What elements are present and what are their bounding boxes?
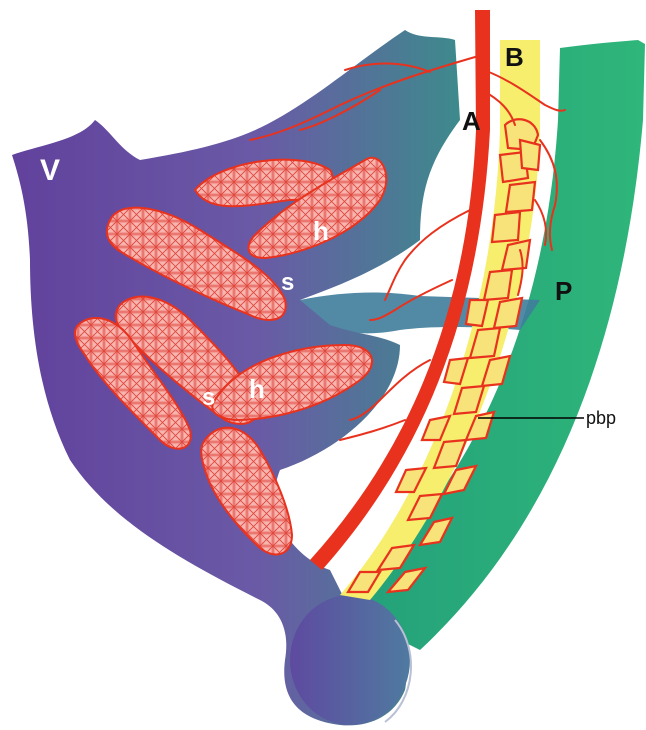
label-pbp: pbp (586, 408, 616, 428)
label-A: A (462, 106, 481, 136)
label-h-lower: h (249, 374, 265, 404)
label-B: B (505, 42, 524, 72)
label-s-upper: s (281, 269, 294, 296)
label-P: P (555, 276, 572, 306)
vein-outlet (290, 595, 410, 725)
label-V: V (40, 154, 60, 187)
label-h-upper: h (313, 216, 329, 246)
label-s-lower: s (202, 384, 215, 411)
